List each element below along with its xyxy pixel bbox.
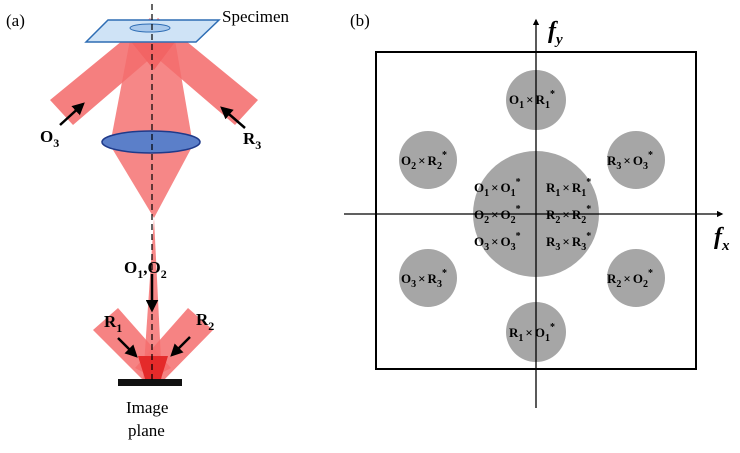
image-sensor — [118, 379, 182, 386]
panel-a: (a) Specimen — [6, 4, 290, 440]
label-r2: R2 — [196, 310, 214, 333]
beam-focus-cone — [110, 145, 193, 218]
spot-lower-right — [607, 249, 665, 307]
term-lower-right: R2×O2* — [607, 268, 653, 290]
axis-fy-label: fy — [548, 18, 563, 48]
cross-terms: O1×R1* R1×O1* O2×R2* R3×O3* O3×R3* R2×O2* O1×O… — [401, 89, 653, 344]
term-center-5: O3×O3* — [474, 231, 521, 253]
term-lower-left: O3×R3* — [401, 268, 447, 290]
spot-upper-right — [607, 131, 665, 189]
arrow-r3 — [220, 106, 246, 129]
label-o1o2: O1,O2 — [124, 258, 167, 281]
panel-a-label: (a) — [6, 11, 25, 30]
beam-overlap-image — [138, 356, 168, 382]
arrow-o3 — [59, 102, 85, 126]
beam-reflected — [110, 40, 193, 145]
arrow-r2 — [170, 336, 191, 357]
term-bottom: R1×O1* — [509, 322, 555, 344]
panel-b: (b) fy fx O1×R1* R1×O1* O2×R2* R3×O3* O3×R3*… — [344, 11, 730, 408]
specimen-sample — [129, 23, 171, 33]
panel-b-label: (b) — [350, 11, 370, 30]
objective-lens — [101, 130, 201, 154]
term-center-6: R3×R3* — [546, 231, 591, 253]
term-upper-left: O2×R2* — [401, 150, 447, 172]
term-center-1: O1×O1* — [474, 177, 521, 199]
term-upper-right: R3×O3* — [607, 150, 653, 172]
spot-lower-left — [399, 249, 457, 307]
term-center-3: O2×O2* — [474, 204, 521, 226]
specimen-label: Specimen — [222, 7, 290, 26]
term-center-4: R2×R2* — [546, 204, 591, 226]
axis-fx-label: fx — [714, 224, 730, 254]
label-o3: O3 — [40, 127, 59, 150]
label-r1: R1 — [104, 312, 122, 335]
term-center-2: R1×R1* — [546, 177, 591, 199]
arrow-r1 — [117, 337, 138, 358]
label-r3: R3 — [243, 129, 261, 152]
image-plane-label-line2: plane — [128, 421, 165, 440]
term-top: O1×R1* — [509, 89, 555, 111]
spot-upper-left — [399, 131, 457, 189]
image-plane-label-line1: Image — [126, 398, 168, 417]
